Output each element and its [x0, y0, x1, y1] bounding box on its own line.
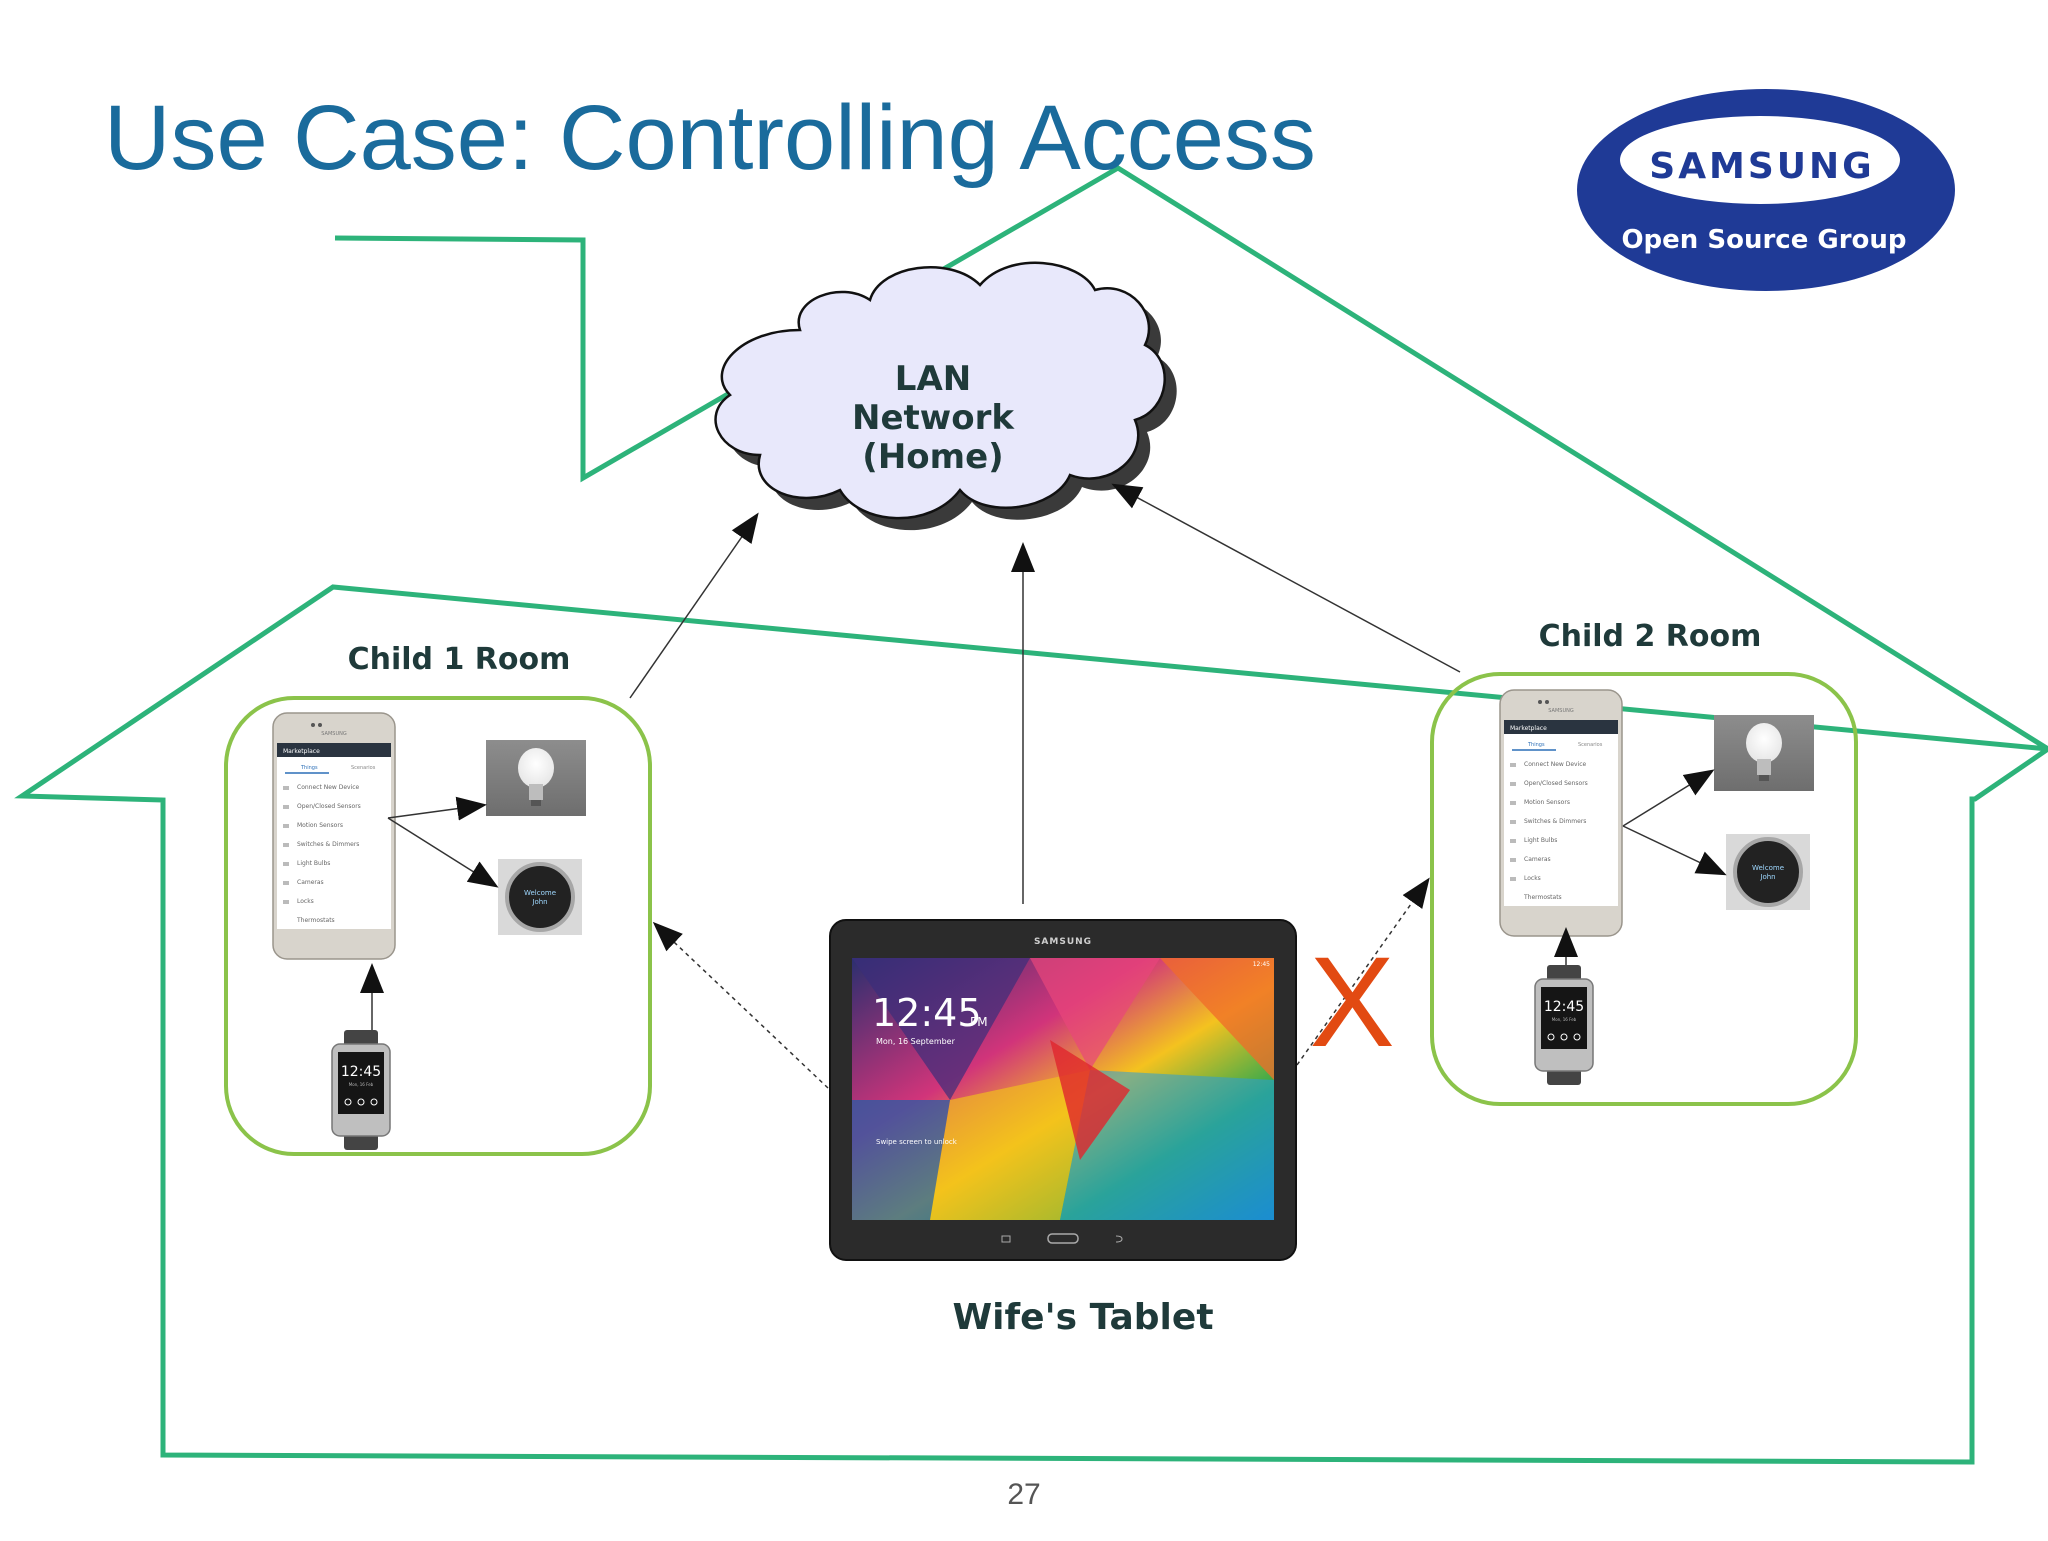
- phone-item: Open/Closed Sensors: [297, 803, 361, 810]
- house-outline: [14, 165, 2048, 1465]
- phone-brand: SAMSUNG: [1548, 708, 1574, 714]
- logo-brand: SAMSUNG: [1649, 146, 1874, 187]
- phone-item: Switches & Dimmers: [297, 841, 359, 848]
- tablet-status-time: 12:45: [1253, 961, 1270, 968]
- phone-item: Locks: [297, 898, 314, 905]
- phone-header: Marketplace: [1510, 725, 1547, 732]
- phone-item: Light Bulbs: [1524, 837, 1557, 844]
- phone-item: Motion Sensors: [297, 822, 343, 829]
- phone-item: Open/Closed Sensors: [1524, 780, 1588, 787]
- watch-date: Mon, 16 Feb: [349, 1082, 374, 1087]
- child1-room-label: Child 1 Room: [348, 642, 571, 677]
- tablet-date: Mon, 16 September: [876, 1037, 956, 1046]
- phone-item: Cameras: [297, 879, 324, 886]
- page-number: 27: [1007, 1478, 1041, 1511]
- link-tablet-to-child1: [652, 921, 829, 1089]
- child1-thermostat: Welcome John: [498, 859, 582, 935]
- link-tablet-to-child2: [1296, 877, 1430, 1066]
- tablet-unlock: Swipe screen to unlock: [876, 1138, 958, 1146]
- cloud-line-3: (Home): [862, 437, 1003, 477]
- child2-room-box: [1430, 672, 1858, 1106]
- link-child2-to-lan: [1111, 483, 1461, 673]
- connectors: [629, 483, 1461, 1089]
- thermostat-line-1: Welcome: [524, 889, 556, 897]
- cloud-line-2: Network: [852, 398, 1015, 438]
- child2-watch: 12:45 Mon, 16 Feb: [1534, 965, 1594, 1085]
- wife-tablet: SAMSUNG 12:45 12:45 PM Mon, 16 September…: [829, 919, 1297, 1261]
- watch-time: 12:45: [341, 1064, 381, 1080]
- phone-item: Thermostats: [296, 917, 335, 924]
- child2-thermostat: Welcome John: [1726, 834, 1810, 910]
- tablet-brand: SAMSUNG: [1034, 937, 1092, 947]
- phone-tab-2: Scenarios: [1578, 742, 1603, 748]
- phone-item: Connect New Device: [297, 784, 360, 791]
- logo-subtitle: Open Source Group: [1621, 225, 1906, 255]
- thermostat-line-1: Welcome: [1752, 864, 1784, 872]
- thermostat-line-2: John: [1759, 873, 1775, 881]
- phone-item: Locks: [1524, 875, 1541, 882]
- phone-tab-2: Scenarios: [351, 765, 376, 771]
- thermostat-line-2: John: [531, 898, 547, 906]
- watch-time: 12:45: [1544, 999, 1584, 1015]
- blocked-mark: X: [1309, 931, 1394, 1074]
- cloud-line-1: LAN: [895, 359, 971, 399]
- phone-tab-1: Things: [1527, 742, 1545, 748]
- phone-tab-1: Things: [300, 765, 318, 771]
- phone-item: Connect New Device: [1524, 761, 1587, 768]
- tablet-time: 12:45: [872, 991, 982, 1035]
- phone-brand: SAMSUNG: [321, 731, 347, 737]
- phone-item: Thermostats: [1523, 894, 1562, 901]
- child1-bulb: [486, 740, 586, 816]
- phone-item: Switches & Dimmers: [1524, 818, 1586, 825]
- child1-room-box: [224, 696, 652, 1156]
- phone-item: Light Bulbs: [297, 860, 330, 867]
- child1-phone: SAMSUNG Marketplace Things Scenarios Con…: [272, 712, 396, 960]
- link-child1-to-lan: [629, 512, 759, 699]
- tablet-label: Wife's Tablet: [952, 1297, 1213, 1338]
- child2-room-label: Child 2 Room: [1539, 619, 1762, 654]
- lan-cloud: LAN Network (Home): [714, 261, 1177, 531]
- phone-item: Motion Sensors: [1524, 799, 1570, 806]
- child1-watch: 12:45 Mon, 16 Feb: [331, 1030, 391, 1150]
- child2-bulb: [1714, 715, 1814, 791]
- tablet-ampm: PM: [970, 1015, 988, 1029]
- phone-header: Marketplace: [283, 748, 320, 755]
- child2-phone: SAMSUNG Marketplace Things Scenarios Con…: [1499, 689, 1623, 937]
- phone-item: Cameras: [1524, 856, 1551, 863]
- slide-title: Use Case: Controlling Access: [104, 87, 1316, 189]
- samsung-logo: SAMSUNG Open Source Group: [1577, 89, 1955, 291]
- watch-date: Mon, 16 Feb: [1552, 1017, 1577, 1022]
